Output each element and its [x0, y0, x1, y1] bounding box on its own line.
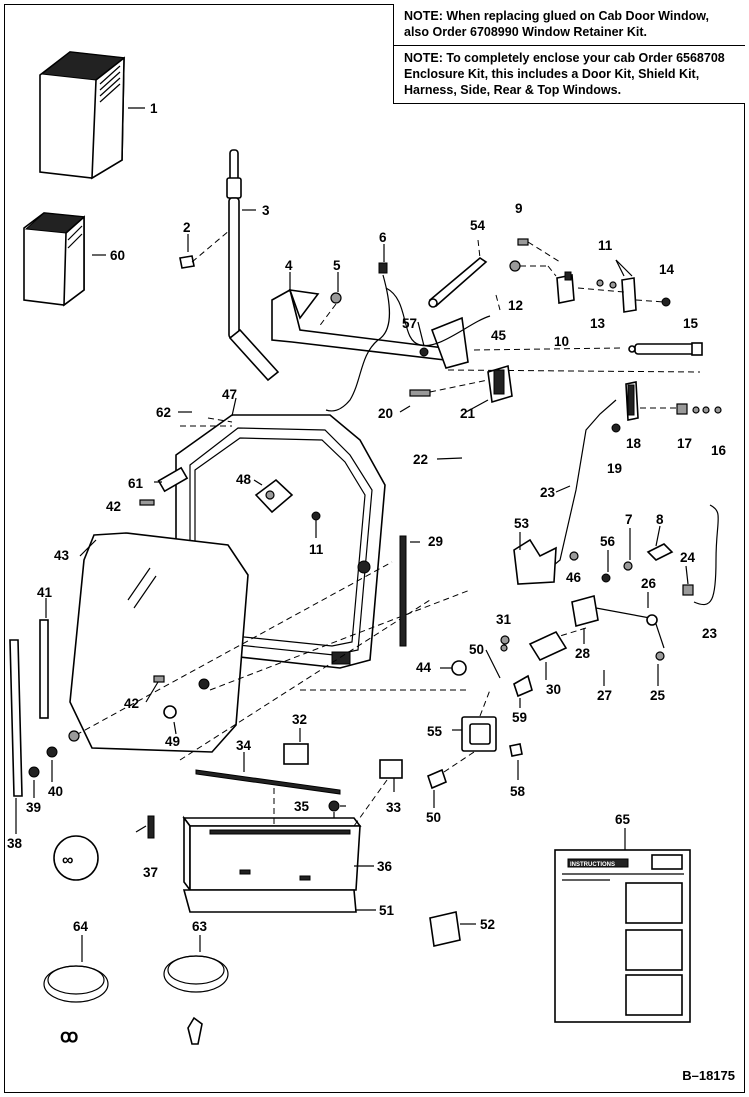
callout-32: 32: [292, 712, 307, 727]
callout-36: 36: [377, 859, 393, 874]
part-60-kit-box: [23, 212, 86, 307]
callout-58: 58: [510, 784, 526, 799]
callout-13: 13: [590, 316, 606, 331]
part-3-gas-strut: [226, 149, 280, 382]
callout-7: 7: [625, 512, 633, 527]
svg-text:∞: ∞: [62, 852, 73, 869]
callout-41: 41: [37, 585, 53, 600]
callout-48: 48: [236, 472, 252, 487]
callout-22: 22: [413, 452, 428, 467]
callout-47: 47: [222, 387, 237, 402]
callout-45: 45: [491, 328, 507, 343]
callout-63: 63: [192, 919, 208, 934]
callout-20: 20: [378, 406, 393, 421]
note-window-retainer: NOTE: When replacing glued on Cab Door W…: [394, 4, 745, 45]
callout-24: 24: [680, 550, 696, 565]
figure-id: B–18175: [682, 1068, 735, 1083]
callout-55: 55: [427, 724, 443, 739]
callout-30: 30: [546, 682, 561, 697]
callout-65: 65: [615, 812, 631, 827]
part-65-instruction-card: [554, 849, 691, 1023]
callout-1: 1: [150, 101, 158, 116]
callout-11a: 11: [598, 238, 613, 253]
callout-29: 29: [428, 534, 443, 549]
callout-60: 60: [110, 248, 125, 263]
callout-52: 52: [480, 917, 495, 932]
callout-43: 43: [54, 548, 70, 563]
callout-34: 34: [236, 738, 252, 753]
callout-3: 3: [262, 203, 270, 218]
note-label: NOTE:: [404, 51, 443, 65]
callout-8: 8: [656, 512, 664, 527]
note-label: NOTE:: [404, 9, 443, 23]
callout-59: 59: [512, 710, 527, 725]
callout-9: 9: [515, 201, 523, 216]
callout-4: 4: [285, 258, 293, 273]
callout-6: 6: [379, 230, 387, 245]
callout-18: 18: [626, 436, 642, 451]
callout-12: 12: [508, 298, 523, 313]
leader-lines: [15, 234, 689, 925]
callout-62: 62: [156, 405, 171, 420]
callout-16: 16: [711, 443, 727, 458]
callout-23a: 23: [540, 485, 556, 500]
svg-text:ꝏ: ꝏ: [60, 1026, 78, 1046]
callout-57: 57: [402, 316, 417, 331]
callout-28: 28: [575, 646, 591, 661]
callout-10: 10: [554, 334, 569, 349]
callout-38: 38: [7, 836, 23, 851]
callout-35: 35: [294, 799, 310, 814]
callout-64: 64: [73, 919, 89, 934]
callout-33: 33: [386, 800, 402, 815]
callout-53: 53: [514, 516, 530, 531]
callout-14: 14: [659, 262, 675, 277]
callout-39: 39: [26, 800, 41, 815]
callout-42b: 42: [124, 696, 139, 711]
part-2-clip: [179, 255, 195, 269]
notes-box: NOTE: When replacing glued on Cab Door W…: [393, 4, 745, 104]
callout-25: 25: [650, 688, 666, 703]
callout-17: 17: [677, 436, 692, 451]
part-63-seal-coil: [163, 955, 229, 993]
callout-2: 2: [183, 220, 191, 235]
callout-61: 61: [128, 476, 144, 491]
callout-19: 19: [607, 461, 622, 476]
callout-23b: 23: [702, 626, 718, 641]
part-54-rod: [428, 257, 488, 308]
callout-31: 31: [496, 612, 512, 627]
callout-5: 5: [333, 258, 341, 273]
part-15-damper: [628, 342, 703, 356]
callout-56: 56: [600, 534, 616, 549]
note-text: When replacing glued on Cab Door Window,…: [404, 9, 709, 39]
part-64-seal-coil: [43, 965, 109, 1003]
callout-40: 40: [48, 784, 63, 799]
callout-44: 44: [416, 660, 432, 675]
callout-37: 37: [143, 865, 158, 880]
callout-49: 49: [165, 734, 180, 749]
part-55-door-handle: [461, 716, 497, 752]
diagram-border: [4, 4, 745, 1093]
callout-labels: 1 60 2 3 4 5 6 54 9 11 14 12 45 57 10 13…: [7, 101, 727, 934]
part-36-shield: [182, 815, 362, 893]
note-text: To completely enclose your cab Order 656…: [404, 51, 725, 97]
callout-46: 46: [566, 570, 582, 585]
callout-21: 21: [460, 406, 476, 421]
callout-50b: 50: [426, 810, 441, 825]
callout-54: 54: [470, 218, 486, 233]
callout-15: 15: [683, 316, 699, 331]
part-4-mount-bracket: [271, 288, 469, 369]
callout-50a: 50: [469, 642, 484, 657]
callout-27: 27: [597, 688, 612, 703]
callout-51: 51: [379, 903, 395, 918]
callout-26: 26: [641, 576, 657, 591]
instruction-card-title: INSTRUCTIONS: [570, 862, 615, 868]
part-1-window-kit-box: [39, 51, 126, 180]
part-43-door-window: [69, 532, 249, 753]
callout-42a: 42: [106, 499, 121, 514]
callout-11b: 11: [309, 542, 324, 557]
note-enclosure-kit: NOTE: To completely enclose your cab Ord…: [394, 45, 745, 103]
